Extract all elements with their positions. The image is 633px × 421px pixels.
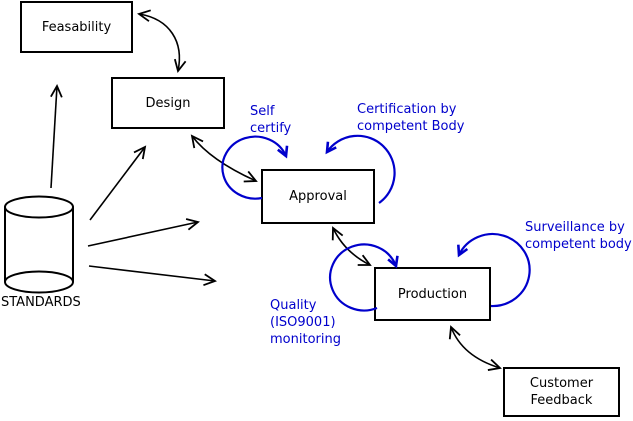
arrow-feasability-design xyxy=(137,9,187,73)
standards-cylinder xyxy=(4,195,74,294)
arrow-standards-production xyxy=(88,265,217,287)
arrow-standards-feasability xyxy=(50,83,63,189)
node-design: Design xyxy=(111,77,225,129)
node-production: Production xyxy=(374,267,491,321)
arrow-standards-design xyxy=(89,145,147,221)
self-certify-label: Self certify xyxy=(250,104,292,136)
arrow-standards-approval xyxy=(87,218,200,247)
loop-surveillance xyxy=(457,232,531,308)
surveillance-label: Surveillance by competent body xyxy=(525,220,632,252)
node-customer-feedback: Customer Feedback xyxy=(503,367,620,417)
certification-label: Certification by competent Body xyxy=(357,102,465,134)
arrow-approval-production xyxy=(331,226,372,266)
node-feasability: Feasability xyxy=(20,1,133,53)
standards-label: STANDARDS xyxy=(1,295,81,310)
loop-self-certify xyxy=(221,135,289,200)
node-approval: Approval xyxy=(261,169,375,224)
loop-certification xyxy=(325,134,396,204)
quality-monitoring-label: Quality (ISO9001) monitoring xyxy=(270,298,341,347)
arrow-production-customer-feedback xyxy=(448,325,502,371)
